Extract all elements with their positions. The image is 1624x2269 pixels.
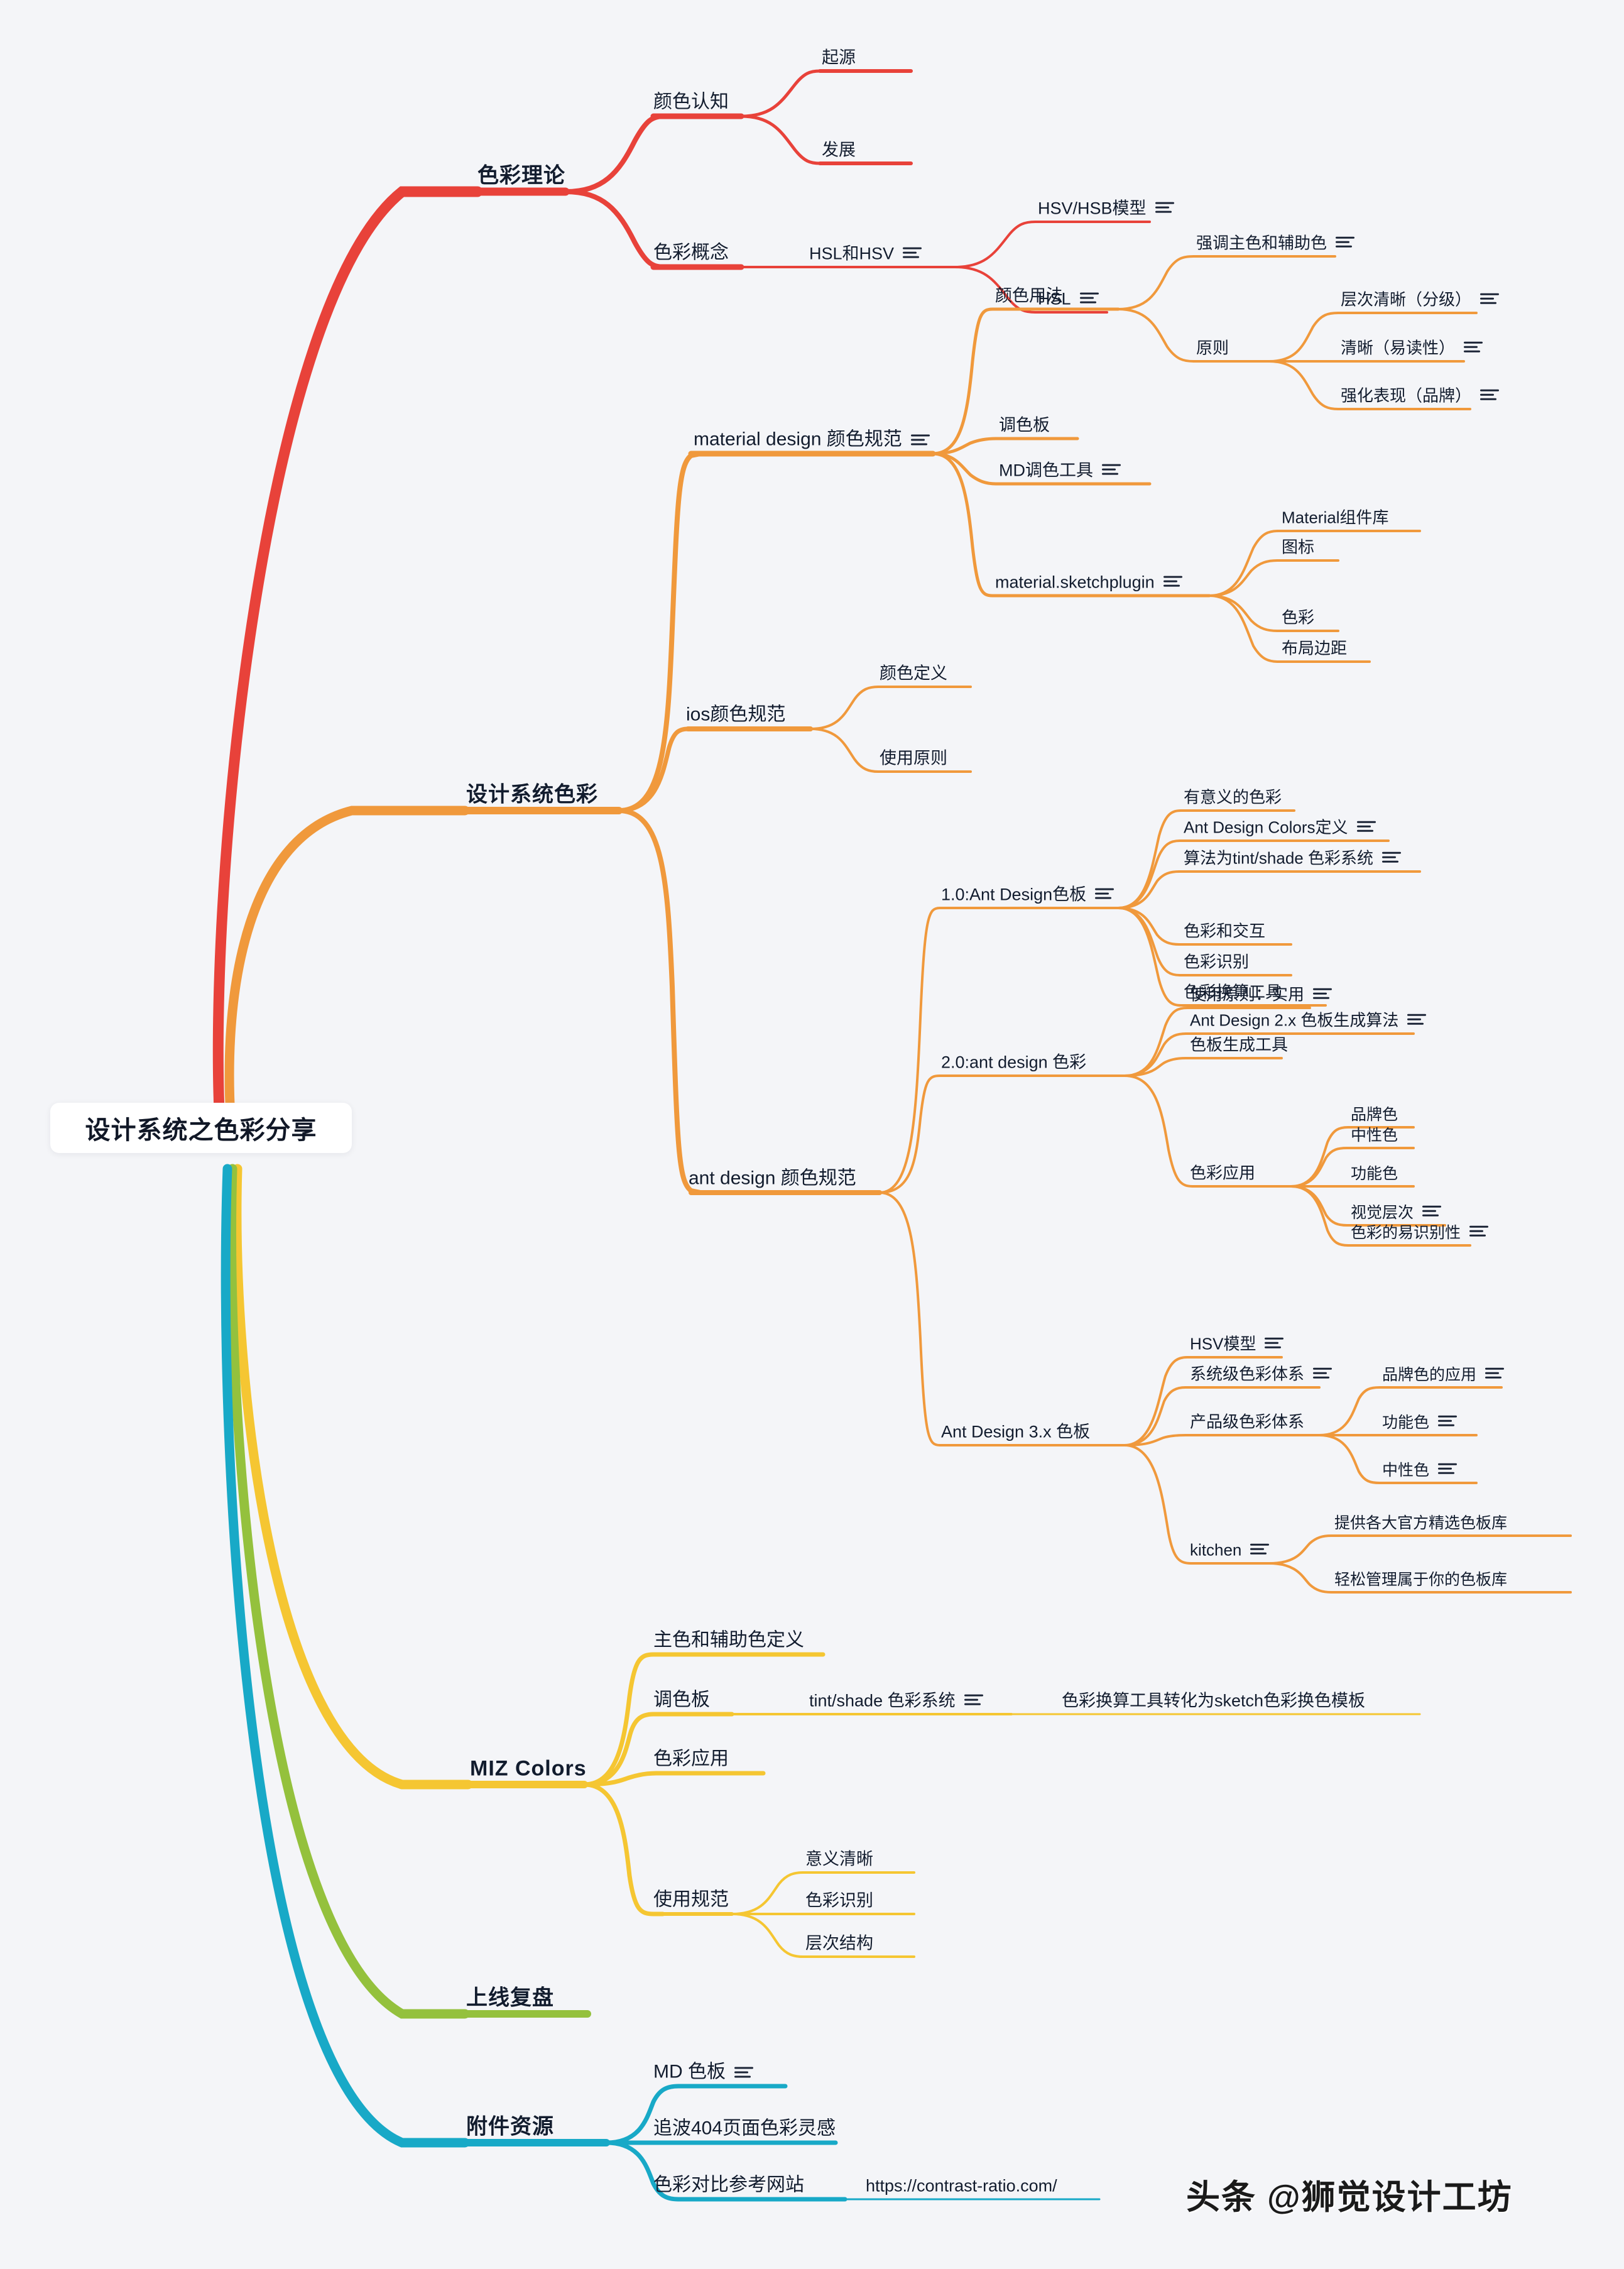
node-material-component-library[interactable]: Material组件库: [1282, 508, 1389, 527]
node-emphasize-primary-secondary[interactable]: 强调主色和辅助色: [1196, 234, 1355, 252]
branch-design-system-color[interactable]: 设计系统色彩: [466, 782, 598, 807]
node-miz-color-recognition[interactable]: 色彩识别: [805, 1891, 873, 1910]
node-ios-color-spec[interactable]: ios颜色规范: [686, 704, 786, 725]
node-palette[interactable]: 调色板: [999, 415, 1050, 435]
root-node[interactable]: 设计系统之色彩分享: [50, 1103, 352, 1153]
note-icon[interactable]: [1313, 987, 1332, 1001]
node-miz-palette[interactable]: 调色板: [653, 1689, 710, 1710]
node-color-legibility[interactable]: 色彩的易识别性: [1351, 1224, 1489, 1241]
node-strengthen-brand[interactable]: 强化表现（品牌）: [1341, 387, 1500, 405]
node-dribbble-404-inspiration[interactable]: 追波404页面色彩灵感: [653, 2118, 836, 2139]
node-color-usage[interactable]: 颜色用法: [995, 286, 1063, 305]
note-icon[interactable]: [1102, 463, 1121, 477]
node-color[interactable]: 色彩: [1282, 608, 1315, 627]
note-icon[interactable]: [964, 1693, 983, 1707]
node-clear-readability[interactable]: 清晰（易读性）: [1341, 339, 1483, 357]
note-icon[interactable]: [1155, 201, 1174, 215]
watermark: 头条 @狮觉设计工坊: [1186, 2179, 1513, 2216]
branch-launch-review[interactable]: 上线复盘: [466, 1986, 554, 2010]
node-color-definition[interactable]: 颜色定义: [880, 664, 947, 683]
note-icon[interactable]: [1356, 820, 1376, 834]
note-icon[interactable]: [1422, 1205, 1442, 1218]
node-primary-secondary-definition[interactable]: 主色和辅助色定义: [653, 1629, 804, 1651]
node-md-palette[interactable]: MD 色板: [653, 2062, 753, 2082]
node-principles[interactable]: 原则: [1196, 338, 1229, 358]
node-functional-color[interactable]: 功能色: [1351, 1164, 1398, 1183]
node-development[interactable]: 发展: [822, 140, 856, 160]
node-clear-meaning[interactable]: 意义清晰: [805, 1849, 873, 1869]
node-functional-color-3x[interactable]: 功能色: [1382, 1414, 1458, 1431]
node-ant-design-1-palette[interactable]: 1.0:Ant Design色板: [941, 885, 1114, 904]
note-icon[interactable]: [1469, 1225, 1489, 1238]
node-official-palette-library[interactable]: 提供各大官方精选色板库: [1334, 1514, 1508, 1532]
node-brand-color[interactable]: 品牌色: [1351, 1105, 1398, 1124]
node-hsl[interactable]: HSL: [1038, 290, 1099, 308]
node-tint-shade-system[interactable]: tint/shade 色彩系统: [809, 1692, 983, 1710]
note-icon[interactable]: [903, 246, 922, 260]
note-icon[interactable]: [1250, 1543, 1270, 1556]
node-sketch-color-template[interactable]: 色彩换算工具转化为sketch色彩换色模板: [1062, 1691, 1366, 1710]
node-brand-color-application[interactable]: 品牌色的应用: [1382, 1366, 1505, 1383]
node-contrast-ratio-url[interactable]: https://contrast-ratio.com/: [866, 2176, 1057, 2195]
node-ant-design-2x-algorithm[interactable]: Ant Design 2.x 色板生成算法: [1190, 1012, 1427, 1029]
note-icon[interactable]: [910, 433, 930, 447]
node-contrast-reference-site[interactable]: 色彩对比参考网站: [653, 2174, 804, 2195]
node-usage-principles[interactable]: 使用原则: [880, 748, 947, 768]
node-palette-generator-tool[interactable]: 色板生成工具: [1190, 1035, 1289, 1054]
note-icon[interactable]: [1438, 1462, 1458, 1476]
branch-miz-colors[interactable]: MIZ Colors: [470, 1756, 587, 1781]
node-color-concept[interactable]: 色彩概念: [653, 242, 729, 263]
note-icon[interactable]: [1163, 575, 1182, 589]
node-hsv-hsb-model[interactable]: HSV/HSB模型: [1038, 199, 1174, 217]
note-icon[interactable]: [1381, 851, 1401, 865]
node-color-recognition[interactable]: 色彩识别: [1184, 952, 1250, 971]
node-ant-design-spec[interactable]: ant design 颜色规范: [689, 1167, 856, 1189]
note-icon[interactable]: [734, 2065, 753, 2079]
note-icon[interactable]: [1095, 887, 1114, 901]
node-hsl-and-hsv[interactable]: HSL和HSV: [809, 244, 922, 263]
node-material-design-spec[interactable]: material design 颜色规范: [694, 429, 930, 450]
node-hsv-model[interactable]: HSV模型: [1190, 1335, 1284, 1353]
root-node-label: 设计系统之色彩分享: [85, 1117, 317, 1144]
node-material-sketchplugin[interactable]: material.sketchplugin: [995, 573, 1182, 591]
note-icon[interactable]: [1079, 292, 1099, 305]
node-color-application[interactable]: 色彩应用: [1190, 1163, 1256, 1183]
node-usage-spec[interactable]: 使用规范: [653, 1889, 729, 1910]
node-hierarchy-structure[interactable]: 层次结构: [805, 1933, 873, 1953]
node-meaningful-colors[interactable]: 有意义的色彩: [1184, 787, 1282, 807]
node-tint-shade-algorithm[interactable]: 算法为tint/shade 色彩系统: [1184, 850, 1401, 867]
note-icon[interactable]: [1464, 341, 1483, 354]
node-layout-spacing[interactable]: 布局边距: [1282, 638, 1348, 658]
node-color-cognition[interactable]: 颜色认知: [653, 91, 729, 112]
note-icon[interactable]: [1313, 1367, 1332, 1381]
note-icon[interactable]: [1480, 388, 1500, 402]
note-icon[interactable]: [1336, 236, 1355, 249]
node-color-and-interaction[interactable]: 色彩和交互: [1184, 921, 1266, 941]
note-icon[interactable]: [1480, 292, 1500, 306]
note-icon[interactable]: [1438, 1414, 1458, 1428]
note-icon[interactable]: [1265, 1337, 1284, 1350]
node-visual-hierarchy[interactable]: 视觉层次: [1351, 1204, 1442, 1221]
note-icon[interactable]: [1407, 1013, 1427, 1027]
node-ant-design-2-color[interactable]: 2.0:ant design 色彩: [941, 1052, 1087, 1072]
node-md-color-tool[interactable]: MD调色工具: [999, 461, 1121, 479]
node-origin[interactable]: 起源: [822, 48, 856, 67]
node-ant-design-3-palette[interactable]: Ant Design 3.x 色板: [941, 1422, 1091, 1441]
note-icon[interactable]: [1485, 1367, 1505, 1381]
node-product-level-color-system[interactable]: 产品级色彩体系: [1190, 1412, 1305, 1431]
node-neutral-color-3x[interactable]: 中性色: [1382, 1462, 1458, 1479]
branch-color-theory[interactable]: 色彩理论: [477, 163, 565, 188]
node-miz-color-application[interactable]: 色彩应用: [653, 1748, 729, 1769]
node-usage-principle-practical[interactable]: 使用原则：实用: [1190, 986, 1332, 1003]
node-ant-design-colors-definition[interactable]: Ant Design Colors定义: [1184, 819, 1376, 836]
node-neutral-color[interactable]: 中性色: [1351, 1126, 1398, 1144]
node-clear-hierarchy[interactable]: 层次清晰（分级）: [1341, 291, 1500, 309]
node-manage-your-palette[interactable]: 轻松管理属于你的色板库: [1334, 1570, 1508, 1588]
branch-attachments[interactable]: 附件资源: [466, 2114, 554, 2139]
node-kitchen[interactable]: kitchen: [1190, 1541, 1270, 1559]
node-color-conversion-tool[interactable]: 色彩换算工具: [1184, 982, 1282, 1002]
node-icons[interactable]: 图标: [1282, 537, 1315, 557]
node-system-level-color-system[interactable]: 系统级色彩体系: [1190, 1365, 1332, 1383]
